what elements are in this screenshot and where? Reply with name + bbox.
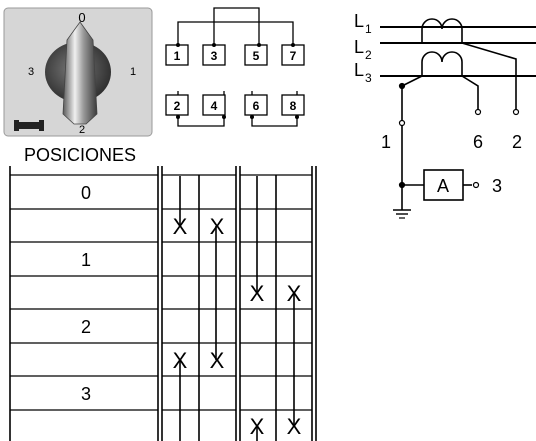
selector-switch-face bbox=[3, 7, 153, 137]
line-l3-sub: 3 bbox=[365, 71, 372, 85]
contact-2: 2 bbox=[174, 99, 181, 113]
contact-mark: X bbox=[250, 281, 265, 306]
position-label-2: 2 bbox=[79, 124, 85, 136]
terminal-1: 1 bbox=[381, 132, 391, 152]
position-label-0: 0 bbox=[78, 10, 85, 25]
circuit-nodes bbox=[398, 82, 520, 189]
switching-table-grid bbox=[9, 166, 317, 441]
table-row-label-0: 0 bbox=[81, 183, 91, 203]
positions-caption: POSICIONES bbox=[24, 145, 136, 165]
table-row-label-1: 1 bbox=[81, 250, 91, 270]
contact-block bbox=[177, 7, 298, 127]
contact-1: 1 bbox=[174, 49, 181, 63]
contact-mark: X bbox=[287, 414, 302, 439]
contact-3: 3 bbox=[211, 49, 218, 63]
contact-boxes bbox=[165, 43, 305, 119]
line-l2-sub: 2 bbox=[365, 48, 372, 62]
terminal-3: 3 bbox=[492, 176, 502, 196]
contact-5: 5 bbox=[253, 49, 260, 63]
terminal-6: 6 bbox=[473, 132, 483, 152]
contact-7: 7 bbox=[290, 49, 297, 63]
line-l3-letter: L bbox=[354, 60, 364, 80]
ammeter-label: A bbox=[437, 176, 449, 196]
contact-mark: X bbox=[210, 348, 225, 373]
contact-4: 4 bbox=[211, 99, 218, 113]
position-label-1: 1 bbox=[130, 66, 136, 78]
contact-mark: X bbox=[173, 348, 188, 373]
ammeter-box bbox=[423, 169, 464, 201]
padlock-icon bbox=[14, 120, 44, 131]
contact-mark: X bbox=[173, 214, 188, 239]
line-l2-letter: L bbox=[354, 37, 364, 57]
contact-mark: X bbox=[210, 214, 225, 239]
line-l1-letter: L bbox=[354, 11, 364, 31]
contact-mark: X bbox=[287, 281, 302, 306]
contact-mark: X bbox=[250, 414, 265, 439]
terminal-2: 2 bbox=[512, 132, 522, 152]
contact-8: 8 bbox=[290, 99, 297, 113]
position-label-3: 3 bbox=[28, 66, 34, 78]
table-row-label-3: 3 bbox=[81, 384, 91, 404]
contact-6: 6 bbox=[253, 99, 260, 113]
table-row-label-2: 2 bbox=[81, 317, 91, 337]
switch-knob[interactable] bbox=[62, 21, 98, 125]
line-l1-sub: 1 bbox=[365, 22, 372, 36]
